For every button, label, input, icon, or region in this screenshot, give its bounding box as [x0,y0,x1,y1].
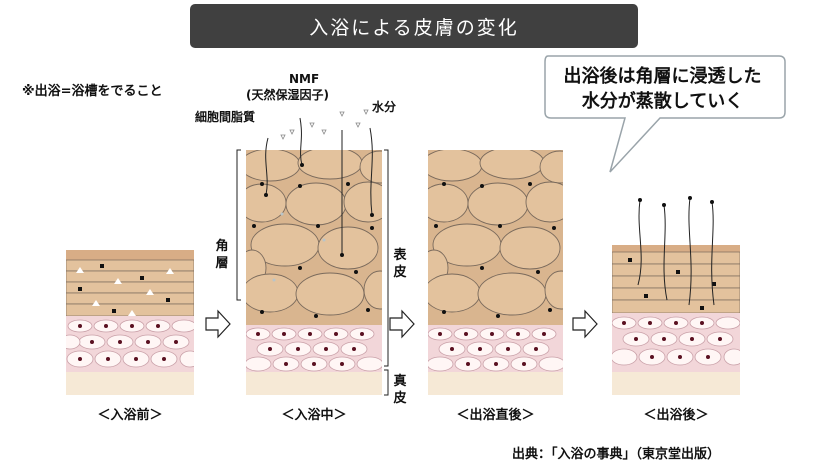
evaporation-lines [637,197,715,306]
nmf-full-label: (天然保湿因子) [246,88,329,102]
epidermis-label: 表皮 [393,248,407,280]
nmf-water-markers [265,117,373,255]
title-banner: 入浴による皮膚の変化 [190,4,638,48]
skin-panel-just-after-bath [428,150,563,395]
callout-line-2: 水分が蒸散していく [581,91,744,112]
stage-label-after: ＜出浴後＞ [643,408,709,423]
callout-bubble [544,55,786,173]
callout-line-1: 出浴後は角層に浸透した [563,66,762,87]
page-title: 入浴による皮膚の変化 [309,16,519,39]
layer-brackets [236,149,389,396]
skin-panel-after-bath [612,245,740,395]
lipid-label: 細胞間脂質 [195,110,256,124]
skin-panel-during-bath [246,150,382,395]
skin-panel-before-bath [66,250,194,395]
callout: 出浴後は角層に浸透した 水分が蒸散していく [540,52,785,177]
nmf-label: NMF [289,72,320,86]
arrow-icon [205,309,598,339]
stage-label-before: ＜入浴前＞ [97,408,163,423]
definition-note: ※出浴=浴槽をでること [22,84,163,99]
stratum-corneum-label: 角層 [215,239,229,271]
source-citation: 出典：「入浴の事典」（東京堂出版） [512,447,721,462]
dermis-label: 真皮 [393,374,407,406]
stage-label-during: ＜入浴中＞ [281,408,347,423]
water-label: 水分 [372,100,397,114]
stage-label-just-after: ＜出浴直後＞ [456,408,535,423]
